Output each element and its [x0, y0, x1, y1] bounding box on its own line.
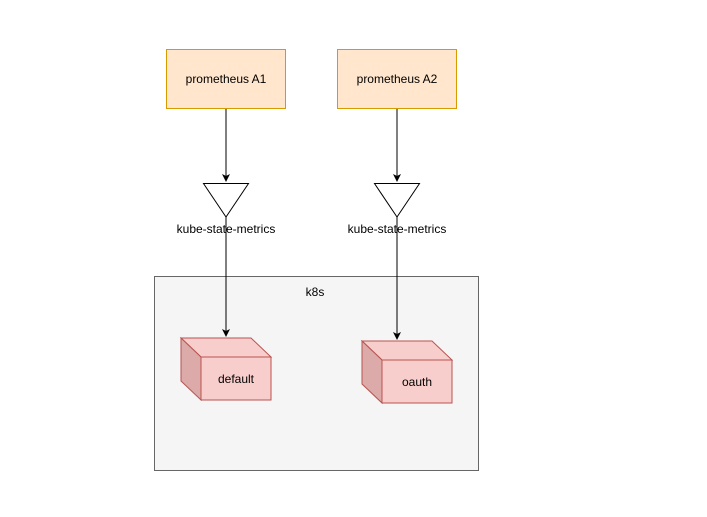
prometheus-a2-node[interactable]: prometheus A2	[337, 49, 457, 109]
namespace-oauth-label: oauth	[402, 375, 432, 389]
namespace-default-label: default	[218, 372, 255, 386]
namespace-default-front-face	[200, 356, 272, 401]
namespace-oauth-node[interactable]: oauth	[360, 339, 454, 405]
k8s-cluster-label: k8s	[306, 285, 325, 299]
namespace-default-node[interactable]: default	[179, 336, 273, 402]
exporter-right-triangle-icon	[373, 183, 421, 218]
prometheus-a2-box	[337, 49, 457, 109]
prometheus-a1-box	[166, 49, 286, 109]
namespace-oauth-front-face	[381, 359, 453, 404]
exporter-right-node[interactable]: kube-state-metrics	[348, 183, 447, 237]
exporter-left-triangle-icon	[202, 183, 250, 218]
prometheus-a1-node[interactable]: prometheus A1	[166, 49, 286, 109]
prometheus-a2-label: prometheus A2	[357, 72, 438, 86]
prometheus-a1-label: prometheus A1	[186, 72, 267, 86]
